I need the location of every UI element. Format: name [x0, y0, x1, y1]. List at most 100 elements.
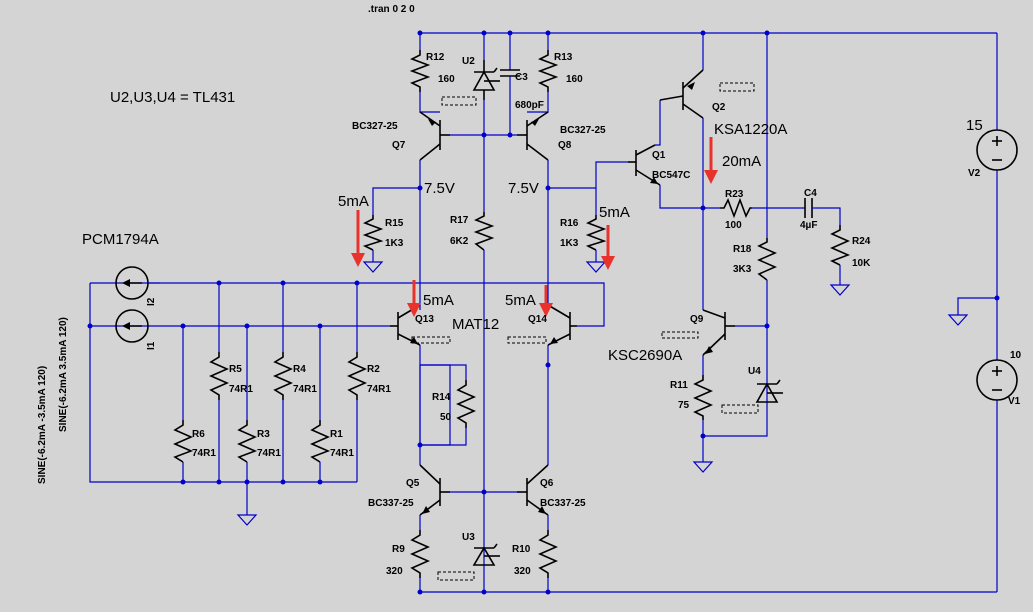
tl431-u2 — [472, 60, 500, 100]
label-components-r16v: 1K3 — [560, 238, 579, 249]
ksa-label: KSA1220A — [714, 121, 787, 138]
label-components-r18v: 3K3 — [733, 264, 752, 275]
current-5ma-right: 5mA — [599, 204, 630, 221]
label-components-r10v: 320 — [514, 566, 531, 577]
current-5ma-left: 5mA — [338, 193, 369, 210]
label-components-r9v: 320 — [386, 566, 403, 577]
label-components-q9: Q9 — [690, 314, 704, 325]
pcm-label: PCM1794A — [82, 231, 159, 248]
label-components-r11v: 75 — [678, 400, 690, 411]
tl431-u4 — [755, 379, 783, 403]
resistor-r16 — [585, 215, 607, 251]
resistor-r5 — [209, 352, 229, 400]
label-components-r24: R24 — [852, 236, 871, 247]
voltage-right: 7.5V — [508, 180, 539, 197]
transistor-q8 — [517, 111, 549, 161]
transistor-q9 — [702, 309, 735, 356]
voltage-source-v1 — [976, 359, 1018, 401]
label-components-r12v: 160 — [438, 74, 455, 85]
label-sources-i2_name: I2 — [146, 297, 157, 306]
label-sources-v2_value: 15 — [966, 117, 983, 134]
label-components-u2: U2 — [462, 56, 475, 67]
label-components-q14: Q14 — [528, 314, 547, 325]
resistors — [173, 50, 851, 578]
transistor-q14 — [547, 304, 577, 346]
current-5ma-q14: 5mA — [505, 292, 536, 309]
label-components-q5t: BC337-25 — [368, 498, 414, 509]
label-components-c3v: 680pF — [515, 100, 544, 111]
label-components-r1: R1 — [330, 429, 343, 440]
resistor-r23 — [720, 197, 752, 219]
label-components-r17: R17 — [450, 215, 469, 226]
current-5ma-q13: 5mA — [423, 292, 454, 309]
transistor-q1 — [628, 144, 661, 186]
mat12-label: MAT12 — [452, 316, 499, 333]
ksc-label: KSC2690A — [608, 347, 682, 364]
label-components-r3: R3 — [257, 429, 270, 440]
resistor-r1 — [310, 420, 331, 463]
voltage-left: 7.5V — [424, 180, 455, 197]
label-components-r10: R10 — [512, 544, 531, 555]
voltage-source-v2 — [976, 129, 1018, 171]
wires — [89, 32, 998, 593]
label-components-rv: 74R1 — [367, 384, 391, 395]
label-components-r17v: 6K2 — [450, 236, 469, 247]
label-components-r13v: 160 — [566, 74, 583, 85]
label-components-r14v: 50 — [440, 412, 452, 423]
label-components-r11: R11 — [670, 380, 688, 391]
label-sources-v1_value: 10 — [1010, 350, 1022, 361]
transistor-q2 — [659, 69, 704, 119]
transistor-q7 — [419, 111, 450, 161]
capacitor-c4 — [804, 198, 818, 218]
label-components-r2: R2 — [367, 364, 380, 375]
tl431-u3 — [472, 543, 500, 566]
label-components-r13: R13 — [554, 52, 573, 63]
current-arrows — [351, 137, 718, 317]
label-components-r15: R15 — [385, 218, 404, 229]
label-components-q8t: BC327-25 — [560, 125, 606, 136]
label-components-r15v: 1K3 — [385, 238, 404, 249]
capacitors — [500, 69, 818, 218]
resistor-r12 — [409, 50, 431, 92]
resistor-r17 — [473, 212, 495, 251]
current-20ma: 20mA — [722, 153, 761, 170]
label-components-r23: R23 — [725, 189, 744, 200]
i2-value: SINE(-6.2mA -3.5mA 120) — [37, 366, 48, 484]
label-components-r14: R14 — [432, 392, 451, 403]
label-sources-v2_name: V2 — [968, 168, 981, 179]
label-components-q2: Q2 — [712, 102, 726, 113]
label-components-rv: 74R1 — [330, 448, 354, 459]
label-components-r23v: 100 — [725, 220, 742, 231]
label-components-r9: R9 — [392, 544, 405, 555]
resistor-r9 — [410, 530, 430, 578]
model-placeholders — [411, 82, 759, 581]
label-sources-v1_name: V1 — [1008, 396, 1021, 407]
label-components-rv: 74R1 — [192, 448, 216, 459]
label-components-r4: R4 — [293, 364, 306, 375]
resistor-r14 — [456, 380, 476, 428]
capacitor-c3 — [500, 69, 520, 105]
label-components-rv: 74R1 — [257, 448, 281, 459]
label-components-rv: 74R1 — [293, 384, 317, 395]
label-components-r24v: 10K — [852, 258, 871, 269]
resistor-r13 — [537, 50, 559, 92]
label-sources-i1_name: I1 — [146, 341, 157, 350]
label-components-q13: Q13 — [415, 314, 434, 325]
resistor-r6 — [173, 420, 194, 463]
label-components-c4: C4 — [804, 188, 817, 199]
resistor-r3 — [237, 420, 258, 463]
resistor-r11 — [693, 375, 713, 420]
label-components-q6: Q6 — [540, 478, 554, 489]
tl431-shunts — [472, 60, 783, 566]
label-components-rv: 74R1 — [229, 384, 253, 395]
label-components-r18: R18 — [733, 244, 752, 255]
tl431-note: U2,U3,U4 = TL431 — [110, 89, 235, 106]
resistor-r15 — [362, 215, 384, 251]
label-components-r16: R16 — [560, 218, 579, 229]
junction-dots — [87, 30, 1000, 595]
resistor-r10 — [538, 530, 558, 578]
i1-value: SINE(-6.2mA 3.5mA 120) — [58, 317, 69, 432]
sources — [115, 129, 1018, 401]
ground-symbols — [236, 261, 969, 526]
